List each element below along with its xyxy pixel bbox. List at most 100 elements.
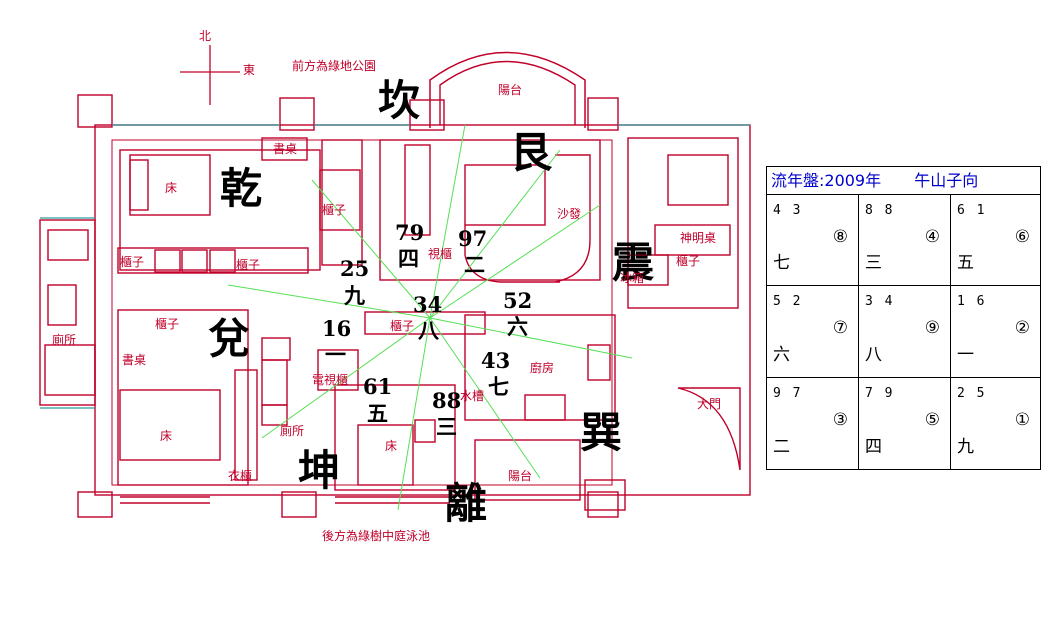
compass-north-label: 北 <box>199 29 212 43</box>
star-w-digits: 25 <box>340 256 370 281</box>
star-se-digits: 88 <box>432 388 462 413</box>
star-c-digits: 34 <box>413 292 443 317</box>
room-cabinet1: 櫃子 <box>322 203 347 217</box>
cell-pair: 6 1 <box>957 203 987 218</box>
cell-pair: 8 8 <box>865 203 895 218</box>
chart-grid: 4 3 ⑧ 七 8 8 ④ 三 6 1 ⑥ 五 5 2 ⑦ 六 3 4 ⑨ 八 1 6 ② 一 9 7 ③… <box>767 195 1040 469</box>
cell-cn: 六 <box>773 344 790 365</box>
star-s-cn: 五 <box>367 401 388 426</box>
star-ne-cn: 六 <box>507 314 528 339</box>
trigram-qian: 乾 <box>220 164 263 213</box>
chart-cell: 9 7 ③ 二 <box>767 377 859 469</box>
cell-pair: 1 6 <box>957 294 987 310</box>
star-e-digits: 43 <box>481 348 511 373</box>
annual-star-chart: 流年盤:2009年 午山子向 4 3 ⑧ 七 8 8 ④ 三 6 1 ⑥ 五 5 2 ⑦ 六 3… <box>766 166 1041 470</box>
star-nw-cn: 四 <box>398 246 419 271</box>
star-e-cn: 七 <box>488 374 509 399</box>
room-sofa: 沙發 <box>557 207 582 221</box>
front-note: 前方為綠地公園 <box>292 59 377 73</box>
cell-cn: 八 <box>865 344 882 365</box>
chart-cell: 4 3 ⑧ 七 <box>767 195 859 287</box>
star-n-digits: 97 <box>458 226 488 251</box>
cell-cn: 四 <box>865 437 882 457</box>
trigram-dui: 兌 <box>208 314 251 363</box>
room-wardrobe2: 衣櫃 <box>228 469 253 483</box>
cell-circle: ⑨ <box>924 318 940 339</box>
trigram-li: 離 <box>445 479 488 528</box>
cell-cn: 五 <box>957 253 974 274</box>
chart-cell: 6 1 ⑥ 五 <box>951 195 1040 287</box>
room-bed3: 床 <box>385 439 398 453</box>
cell-cn: 一 <box>957 344 974 365</box>
cell-cn: 二 <box>773 437 790 457</box>
room-desk2: 書桌 <box>122 353 147 367</box>
trigram-gen: 艮 <box>510 128 553 177</box>
room-wardrobe1: 電視櫃 <box>312 373 349 387</box>
trigram-kan: 坎 <box>378 76 421 125</box>
chart-title-bar: 流年盤:2009年 午山子向 <box>767 167 1040 195</box>
cell-circle: ⑧ <box>832 227 848 247</box>
direction-lines <box>227 124 633 511</box>
room-front-door: 大門 <box>697 397 722 411</box>
star-s-digits: 61 <box>363 374 393 399</box>
star-n-cn: 二 <box>464 252 485 277</box>
cell-cn: 三 <box>865 253 882 274</box>
cell-cn: 九 <box>957 437 974 457</box>
room-bed2: 床 <box>160 429 173 443</box>
cell-pair: 2 5 <box>957 385 987 401</box>
cell-pair: 9 7 <box>773 385 803 401</box>
cell-circle: ⑤ <box>924 409 940 430</box>
back-note: 後方為綠樹中庭泳池 <box>322 529 431 543</box>
cell-circle: ④ <box>924 227 940 247</box>
chart-cell: 3 4 ⑨ 八 <box>859 286 951 378</box>
compass-icon <box>180 45 240 105</box>
star-w-cn: 九 <box>344 283 365 308</box>
trigram-kun: 坤 <box>298 446 341 495</box>
room-cabinet2: 櫃子 <box>120 255 145 269</box>
star-c-cn: 八 <box>418 318 439 343</box>
room-cabinet3: 櫃子 <box>236 258 261 272</box>
cell-circle: ⑥ <box>1014 227 1030 247</box>
chart-cell: 1 6 ② 一 <box>951 286 1040 378</box>
room-fridge: 冰箱 <box>620 271 645 285</box>
star-ne-digits: 52 <box>503 288 533 313</box>
chart-cell: 7 9 ⑤ 四 <box>859 377 951 469</box>
cell-circle: ② <box>1014 318 1030 339</box>
chart-cell: 5 2 ⑦ 六 <box>767 286 859 378</box>
cell-cn: 七 <box>773 253 790 274</box>
room-cabinet6: 櫃子 <box>390 319 415 333</box>
room-toilet-mid: 廁所 <box>280 424 305 438</box>
star-sw-digits: 16 <box>322 316 352 341</box>
trigram-zhen: 震 <box>612 238 655 287</box>
room-kitchen: 廚房 <box>530 361 555 375</box>
trigram-xun: 巽 <box>580 408 623 457</box>
cell-pair: 7 9 <box>865 385 895 401</box>
room-cabinet4: 櫃子 <box>676 254 701 268</box>
cell-pair: 3 4 <box>865 294 895 310</box>
chart-cell: 8 8 ④ 三 <box>859 195 951 287</box>
cell-circle: ③ <box>832 409 848 430</box>
chart-orientation: 午山子向 <box>914 171 979 190</box>
room-balcony-bottom: 陽台 <box>508 469 533 483</box>
cell-circle: ① <box>1014 409 1030 430</box>
room-altar: 神明桌 <box>680 231 717 245</box>
balcony-arc <box>429 51 586 128</box>
room-toilet-left: 廁所 <box>52 333 77 347</box>
star-nw-digits: 79 <box>395 220 425 245</box>
cell-pair: 5 2 <box>773 294 803 310</box>
chart-cell: 2 5 ① 九 <box>951 378 1040 469</box>
room-sink: 水槽 <box>460 389 485 403</box>
compass-east-label: 東 <box>243 63 256 77</box>
room-cabinet5: 櫃子 <box>155 317 180 331</box>
room-tv-cabinet: 視櫃 <box>428 247 453 261</box>
cell-circle: ⑦ <box>832 318 848 339</box>
chart-title: 流年盤:2009年 <box>771 171 882 190</box>
star-se-cn: 三 <box>436 414 457 439</box>
cell-pair: 4 3 <box>773 203 803 218</box>
room-desk1: 書桌 <box>273 142 298 156</box>
room-balcony-top: 陽台 <box>498 83 523 97</box>
floor-plan <box>39 45 751 518</box>
front-door-swing <box>677 387 741 471</box>
room-bed1: 床 <box>165 181 178 195</box>
star-sw-cn: 一 <box>325 342 346 367</box>
